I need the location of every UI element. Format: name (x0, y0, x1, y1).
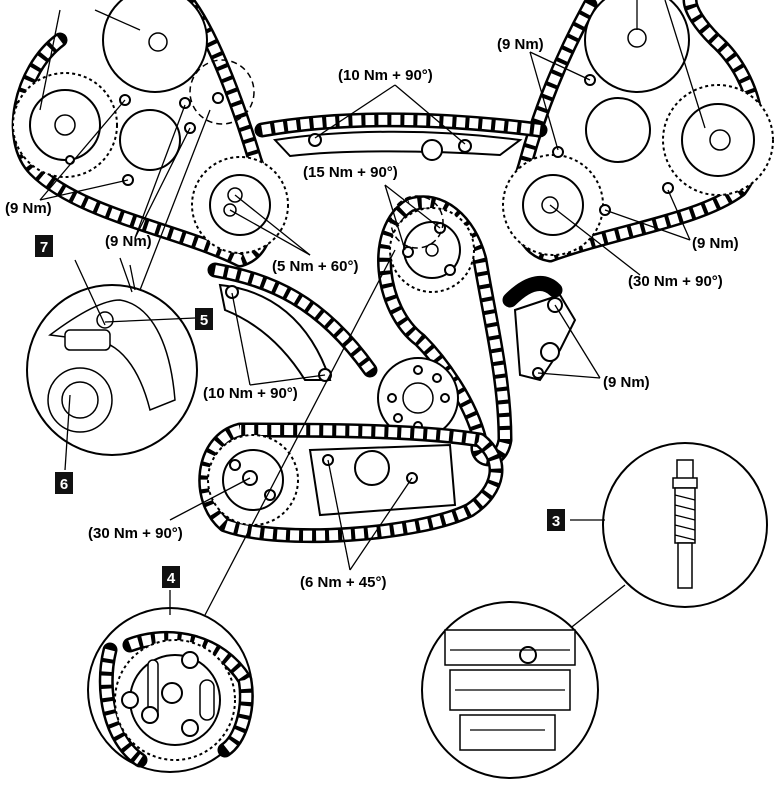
svg-text:6: 6 (60, 476, 68, 493)
torque-label-right-guide: (9 Nm) (603, 374, 650, 391)
torque-label-top-center: (10 Nm + 90°) (338, 67, 433, 84)
top-center-chain-guide (254, 112, 548, 161)
engine-block-detail (421, 601, 599, 779)
left-intake-cam-sprocket (102, 0, 208, 93)
torque-label-lower-center: (6 Nm + 45°) (300, 574, 386, 591)
intermediate-sprocket (389, 207, 475, 293)
lower-left-chain (198, 422, 504, 544)
right-exhaust-cam-sprocket (662, 84, 774, 196)
svg-text:4: 4 (167, 570, 176, 587)
torque-label-left-sprocket: (5 Nm + 60°) (272, 258, 358, 275)
torque-label-right-mid: (9 Nm) (692, 235, 739, 252)
torque-label-left-guide: (10 Nm + 90°) (203, 385, 298, 402)
svg-text:7: 7 (40, 239, 48, 256)
left-detail-marker (189, 59, 255, 125)
torque-label-left-mid: (9 Nm) (105, 233, 152, 250)
tensioner-detail-view (26, 109, 211, 456)
center-detail-marker (390, 195, 444, 249)
svg-text:3: 3 (552, 513, 560, 530)
torque-label-lower-left: (30 Nm + 90°) (88, 525, 183, 542)
torque-label-right-top: (9 Nm) (497, 36, 544, 53)
callout-6: 6 (55, 472, 73, 494)
torque-label-left-top: (9 Nm) (5, 200, 52, 217)
callout-4: 4 (162, 566, 180, 588)
leader-lines (39, 0, 706, 615)
right-small-sprocket (502, 154, 604, 256)
crank-sprocket-detail-view (87, 249, 396, 773)
left-cam-housing-hole (119, 109, 181, 171)
left-exhaust-cam-sprocket (12, 72, 118, 178)
torque-label-center: (15 Nm + 90°) (303, 164, 398, 181)
locking-pin-detail (529, 442, 768, 661)
callout-3: 3 (547, 509, 565, 531)
callout-5: 5 (195, 308, 213, 330)
left-bolts (65, 92, 224, 186)
callout-7: 7 (35, 235, 53, 257)
right-tensioner-bracket (502, 276, 577, 382)
svg-text:5: 5 (200, 312, 208, 329)
right-cam-housing-hole (585, 97, 651, 163)
left-small-sprocket (191, 156, 289, 254)
torque-label-right-sprocket: (30 Nm + 90°) (628, 273, 723, 290)
lower-left-sprocket (207, 434, 299, 526)
left-tensioner-rail (207, 262, 378, 382)
